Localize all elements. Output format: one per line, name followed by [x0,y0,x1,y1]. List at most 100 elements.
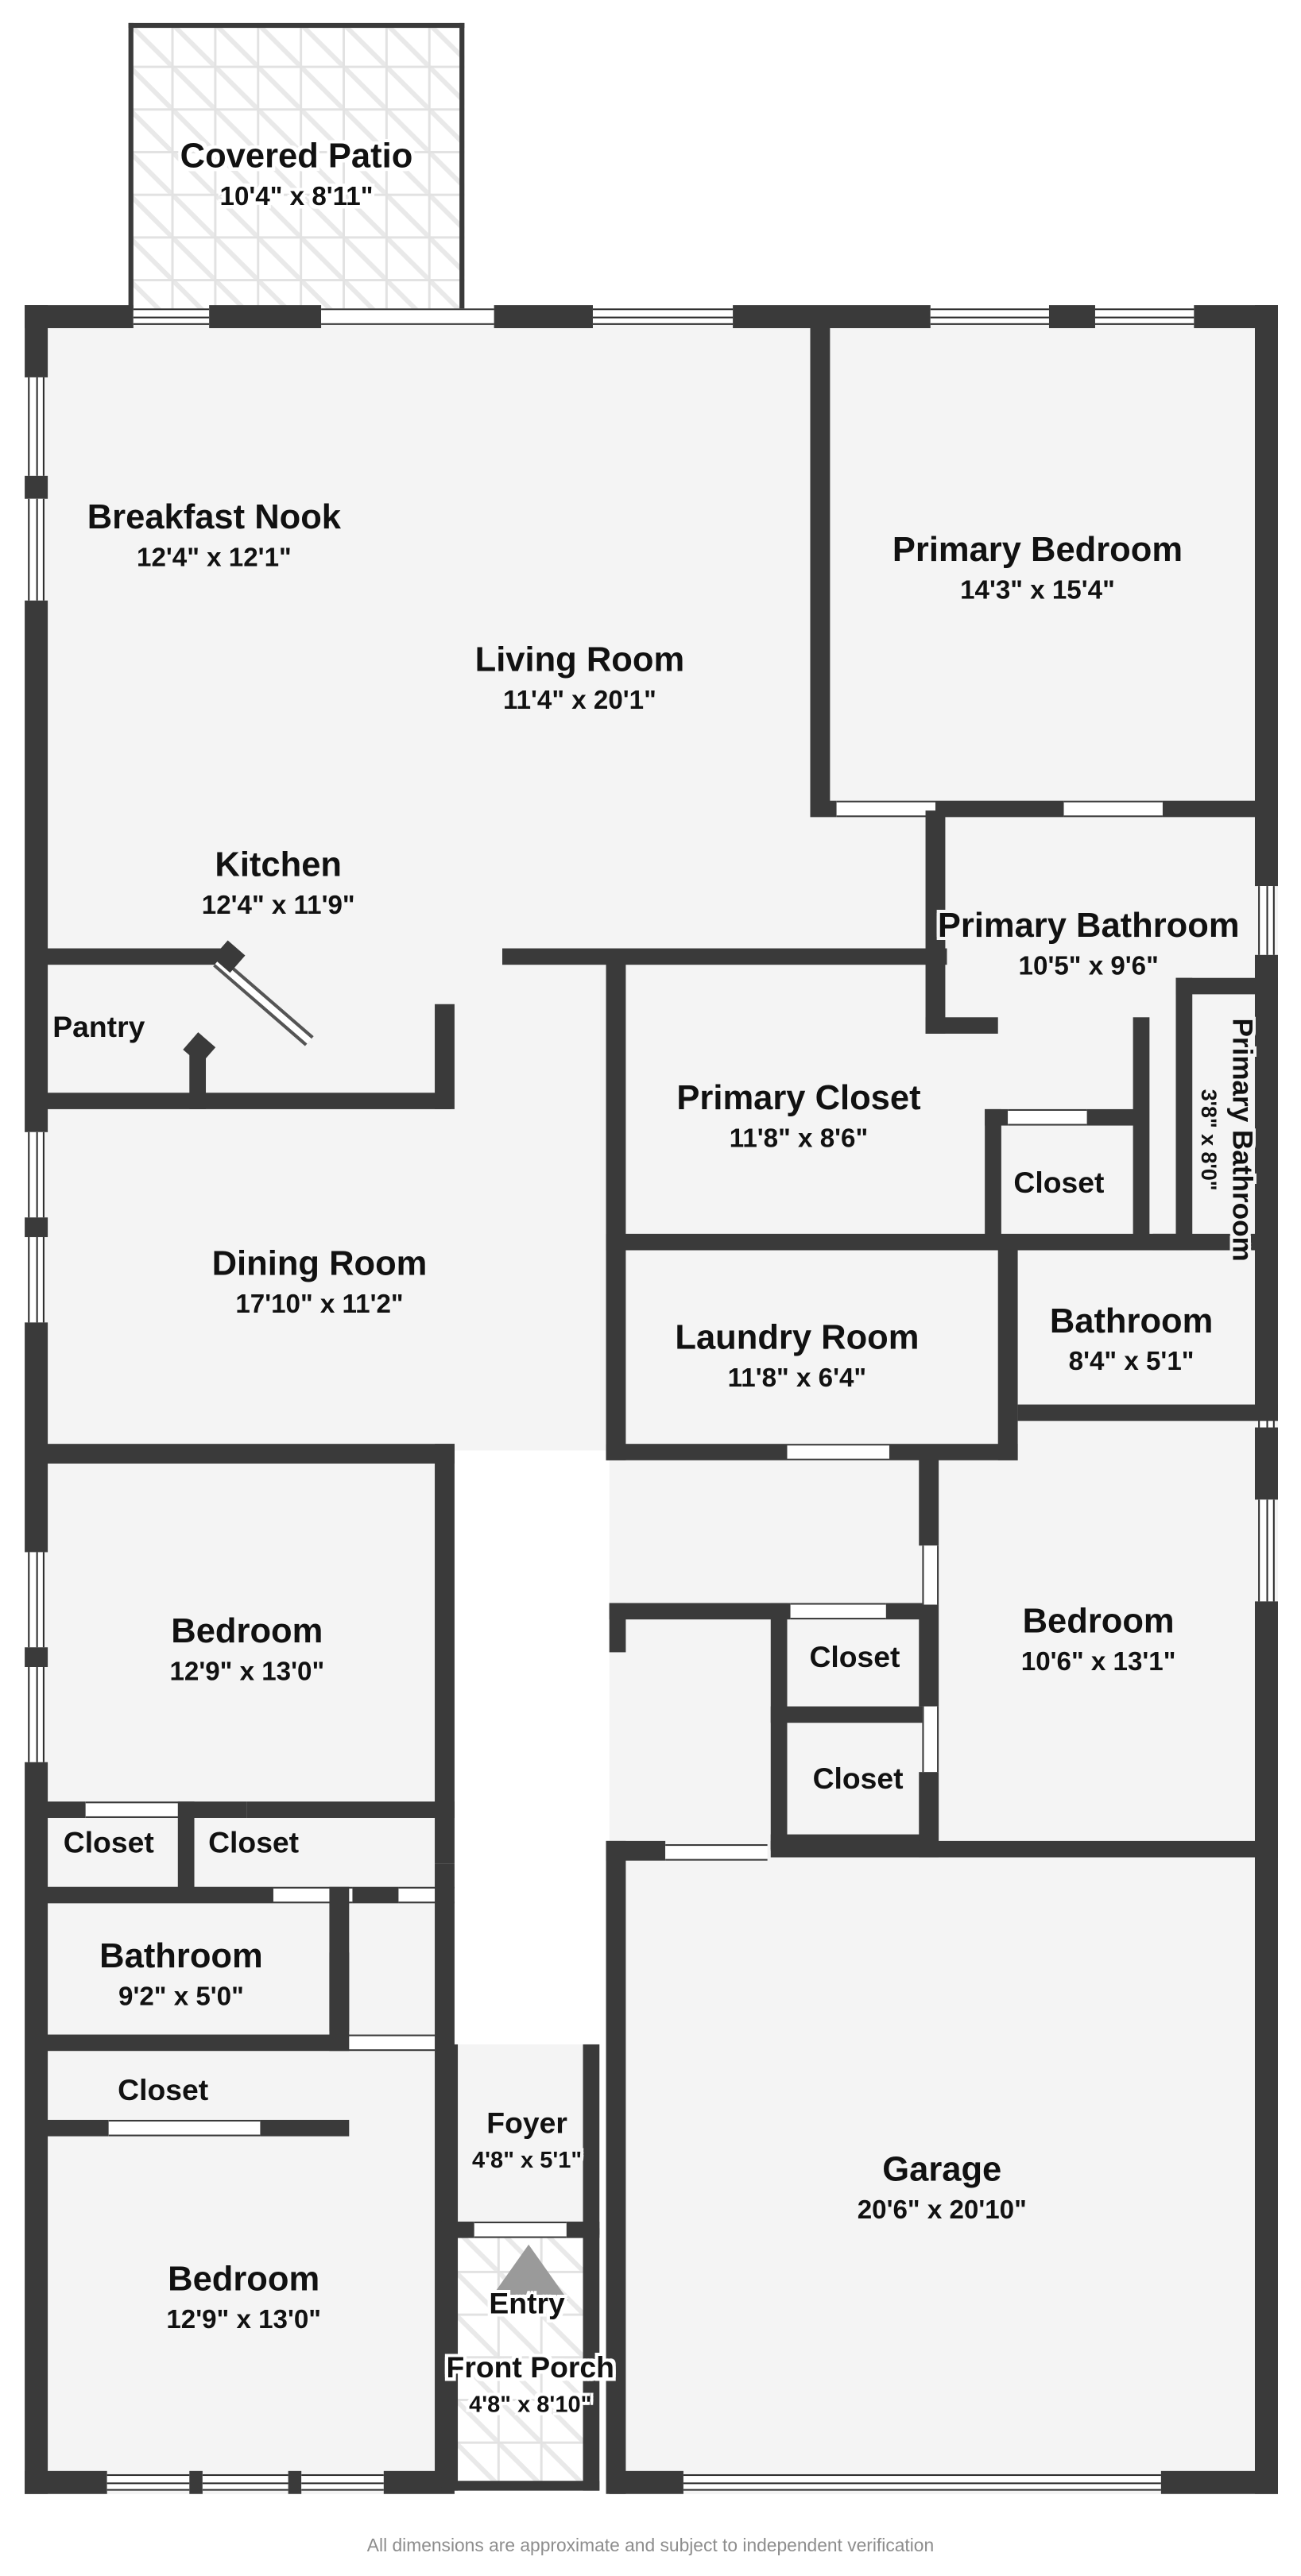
front-door [474,2221,567,2238]
porch-wall-right [583,2228,600,2491]
wall-primary-bedroom-bottom-b [935,800,1064,818]
door-bedright [922,1545,939,1605]
wall-closet-pb-top-b [1086,1108,1136,1126]
wall-closet-pb-left [985,1108,1001,1237]
exterior-wall-right-a [1254,305,1278,887]
garage-floor [609,1847,1278,2494]
wall-primary-bath-left [925,810,946,1034]
wall-closet-divider [177,1801,195,1901]
wall-wc-bottom [1152,1233,1278,1251]
exterior-wall-right-d [1254,1601,1278,2494]
dining-room-floor [39,1082,451,1457]
window-top-2 [592,308,734,325]
porch-wall-bottom [441,2481,600,2491]
service-band-floor [609,1247,1278,1454]
exterior-wall-bottom-a [189,2470,203,2494]
foyer-floor [454,2044,597,2229]
wall-garage-left [606,1840,626,2494]
front-porch-floor [454,2228,597,2481]
window-left-6 [28,1667,45,1762]
bedroom-right-floor [922,1453,1278,1848]
wall-closet-pb-right [1133,1017,1150,1237]
primary-closet-floor [609,954,1183,1251]
door-closet-mid-upper [790,1603,886,1620]
wall-foyer-right [583,2044,600,2235]
wall-primary-bedroom-left [810,321,831,814]
wall-foyer-left [441,2044,459,2235]
door-primary-bath-2 [1063,800,1163,818]
covered-patio-floor [128,22,465,312]
wall-closet-band-bottom-a [39,1886,273,1904]
exterior-wall-left-f [25,1647,48,1668]
wall-cc-divider-left [770,1603,788,1850]
patio-wall-left [128,22,134,312]
wall-wc-left [1175,977,1193,1251]
window-left-2 [28,498,45,601]
door-laundry [787,1444,889,1460]
wall-bedright-bottom [770,1840,1278,1858]
door-closet-pb [1008,1108,1087,1126]
bedroom-left-upper-floor [39,1453,455,1867]
window-bottom-2 [202,2474,288,2491]
window-right-3 [1258,1499,1275,1602]
door-closet-la [85,1801,181,1818]
patio-wall-top [128,22,465,29]
wall-foyer-bottom-b [566,2221,600,2238]
exterior-wall-left-c [25,600,48,1132]
primary-bedroom-floor [810,321,1278,814]
exterior-wall-right-b [1254,954,1278,1411]
wall-cc-middle [770,1706,935,1723]
door-primary-bedroom-bath [836,800,935,818]
wall-bedright-left-a [919,1453,939,1546]
wall-laundry-left [606,1247,626,1460]
window-top-1 [133,308,210,325]
bedroom-left-lower-floor [39,2116,455,2494]
door-closet-hall [108,2119,261,2137]
wall-hallbath-bottom [1017,1404,1278,1421]
wall-laundry-bottom-b [889,1444,1018,1460]
window-left-4 [28,1236,45,1323]
exterior-wall-right-c [1254,1427,1278,1500]
exterior-wall-bottom-left [25,2470,107,2494]
exterior-wall-left-b [25,475,48,499]
wall-closet-pb-top-a [985,1108,1009,1126]
wall-bed-lu-top [39,1444,455,1464]
living-room-floor [39,321,962,965]
patio-wall-right [459,22,465,312]
entry-direction-arrow [489,2244,568,2301]
window-top-3 [930,308,1049,325]
wall-closet-band-bottom-b [352,1886,399,1904]
window-right-1 [1258,886,1275,955]
wall-wc-top [1175,977,1278,995]
wall-primary-bedroom-bottom-c [1162,800,1278,818]
wall-kitchen-right [435,1004,455,1109]
door-bathleft [343,2034,436,2052]
window-left-3 [28,1131,45,1218]
window-bottom-1 [106,2474,190,2491]
door-closet-mid-lower [922,1706,939,1773]
wall-primary-bedroom-bottom-a [810,800,837,818]
wall-primary-closet-bottom [606,1233,1183,1251]
wall-pantry-top-run [39,948,234,965]
wall-laundry-right [997,1247,1018,1460]
exterior-wall-top-b [494,305,593,328]
wall-closet-la-top-b [180,1801,247,1818]
patio-door-opening [321,308,494,325]
window-left-1 [28,377,45,476]
wall-foyer-bottom-a [441,2221,474,2238]
wall-closet-lb-top [246,1801,455,1818]
disclaimer-note: All dimensions are approximate and subje… [366,2536,935,2557]
wall-bathleft-bottom-a [39,2034,343,2052]
wall-pantry-bottom [39,1093,451,1109]
exterior-wall-bottom-b [288,2470,302,2494]
exterior-wall-top-a [209,305,322,328]
garage-door [683,2474,1161,2491]
exterior-wall-top-c [733,305,931,328]
wall-bedright-left-b [919,1604,939,1707]
window-bottom-3 [301,2474,384,2491]
wall-bed-lu-right [435,1444,455,1864]
exterior-wall-left-e [25,1322,48,1553]
wall-primary-bath-left-b [925,1017,998,1034]
window-left-5 [28,1552,45,1648]
wall-closet-hall-bottom-b [260,2119,350,2137]
